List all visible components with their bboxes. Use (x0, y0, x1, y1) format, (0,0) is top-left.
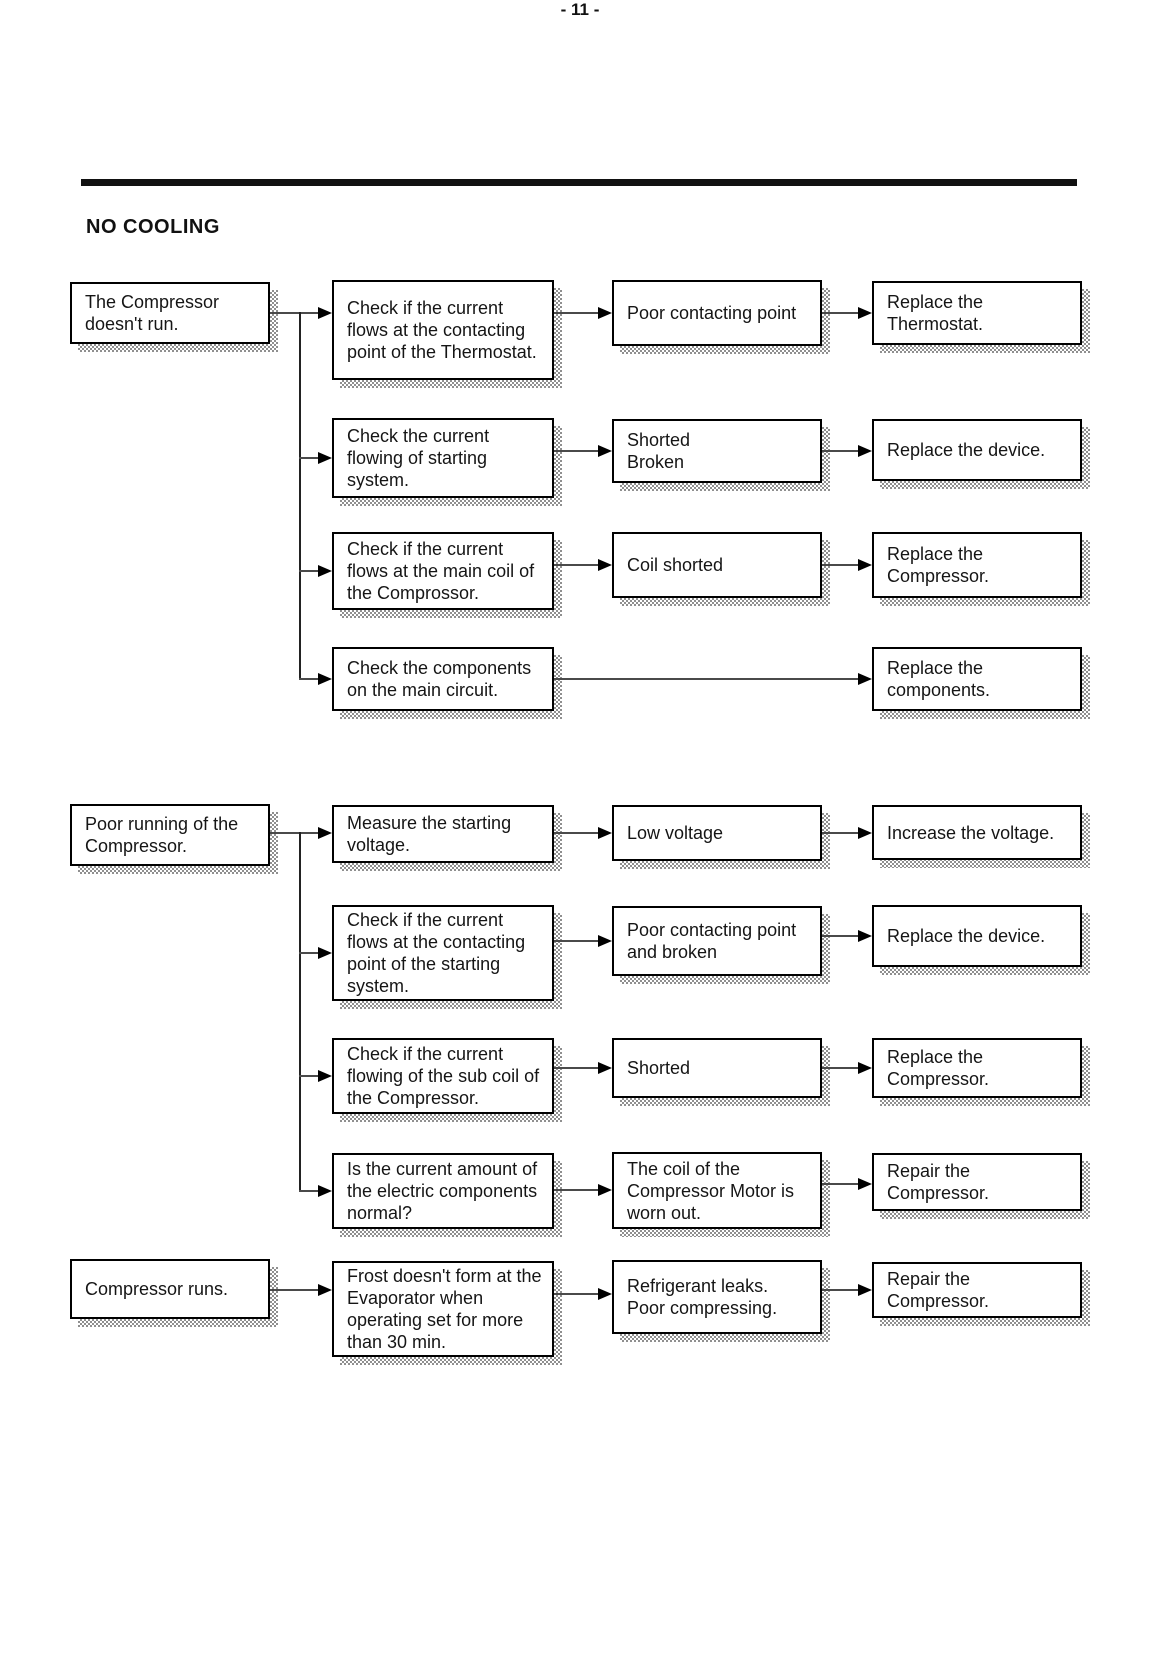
flow-arrow-icon (318, 1070, 332, 1082)
flow-arrow-icon (318, 565, 332, 577)
flow-arrow-icon (318, 1185, 332, 1197)
flow-arrow-icon (598, 1288, 612, 1300)
flow-box-action: Replace the Compressor. (872, 532, 1090, 606)
connector-line (822, 1067, 860, 1069)
flow-arrow-icon (318, 673, 332, 685)
flow-box-action: Replace the device. (872, 905, 1090, 975)
flow-box-check: Is the current amount of the electric co… (332, 1153, 562, 1237)
connector-line (822, 1289, 860, 1291)
flow-arrow-icon (318, 1284, 332, 1296)
flow-arrow-icon (858, 445, 872, 457)
flow-arrow-icon (318, 827, 332, 839)
connector-line (270, 1289, 320, 1291)
connector-line (299, 570, 320, 572)
connector-line (270, 312, 320, 314)
connector-line (822, 935, 860, 937)
connector-line (554, 1293, 600, 1295)
flow-box-check: Frost doesn't form at the Evaporator whe… (332, 1261, 562, 1365)
flow-arrow-icon (858, 673, 872, 685)
flow-box-finding: Low voltage (612, 805, 830, 869)
connector-line (554, 450, 600, 452)
connector-line (822, 450, 860, 452)
flow-box-action: Replace the device. (872, 419, 1090, 489)
connector-line (299, 952, 320, 954)
flow-arrow-icon (598, 559, 612, 571)
flow-arrow-icon (858, 1178, 872, 1190)
connector-line (554, 940, 600, 942)
flow-arrow-icon (318, 452, 332, 464)
connector-line (299, 832, 301, 1192)
header-rule (81, 179, 1077, 186)
flow-box-check: Check if the current flows at the contac… (332, 280, 562, 388)
connector-line (822, 832, 860, 834)
flow-box-check: Check the current flowing of starting sy… (332, 418, 562, 506)
connector-line (822, 312, 860, 314)
connector-line (299, 1075, 320, 1077)
flow-box-action: Replace the Compressor. (872, 1038, 1090, 1106)
flow-box-action: Repair the Compressor. (872, 1262, 1090, 1326)
flow-arrow-icon (598, 827, 612, 839)
flow-box-action: Replace the components. (872, 647, 1090, 719)
connector-line (554, 832, 600, 834)
flow-box-check: Check if the current flowing of the sub … (332, 1038, 562, 1122)
flow-arrow-icon (858, 1284, 872, 1296)
flow-arrow-icon (598, 1184, 612, 1196)
flow-box-action: Increase the voltage. (872, 805, 1090, 868)
page-number: - 11 - (560, 0, 600, 19)
flow-box-symptom: The Compressor doesn't run. (70, 282, 278, 352)
flow-box-action: Replace the Thermostat. (872, 281, 1090, 353)
flow-box-finding: Poor contacting point (612, 280, 830, 354)
flow-arrow-icon (598, 935, 612, 947)
connector-line (299, 457, 320, 459)
flow-box-finding: Refrigerant leaks. Poor compressing. (612, 1260, 830, 1342)
flow-box-action: Repair the Compressor. (872, 1153, 1090, 1219)
flow-box-finding: Shorted Broken (612, 419, 830, 491)
page-title: NO COOLING (86, 216, 220, 238)
connector-line (299, 312, 301, 680)
flow-arrow-icon (858, 930, 872, 942)
connector-line (822, 1183, 860, 1185)
flow-box-check: Measure the starting voltage. (332, 805, 562, 871)
flow-box-check: Check if the current flows at the contac… (332, 905, 562, 1009)
connector-line (299, 1190, 320, 1192)
connector-line (299, 678, 320, 680)
flow-arrow-icon (318, 307, 332, 319)
connector-line (554, 678, 860, 680)
flow-box-symptom: Poor running of the Compressor. (70, 804, 278, 874)
flow-arrow-icon (598, 1062, 612, 1074)
connector-line (822, 564, 860, 566)
flow-box-symptom: Compressor runs. (70, 1259, 278, 1327)
flow-box-finding: Poor contacting point and broken (612, 906, 830, 984)
connector-line (554, 564, 600, 566)
flow-box-finding: The coil of the Compressor Motor is worn… (612, 1152, 830, 1237)
flow-arrow-icon (858, 559, 872, 571)
flow-box-finding: Coil shorted (612, 532, 830, 606)
flow-arrow-icon (318, 947, 332, 959)
flow-box-finding: Shorted (612, 1038, 830, 1106)
connector-line (554, 1189, 600, 1191)
flow-box-check: Check if the current flows at the main c… (332, 532, 562, 618)
connector-line (270, 832, 320, 834)
flow-arrow-icon (858, 827, 872, 839)
flow-arrow-icon (858, 307, 872, 319)
flow-arrow-icon (598, 307, 612, 319)
connector-line (554, 312, 600, 314)
flow-arrow-icon (858, 1062, 872, 1074)
connector-line (554, 1067, 600, 1069)
flow-arrow-icon (598, 445, 612, 457)
flow-box-check: Check the components on the main circuit… (332, 647, 562, 719)
